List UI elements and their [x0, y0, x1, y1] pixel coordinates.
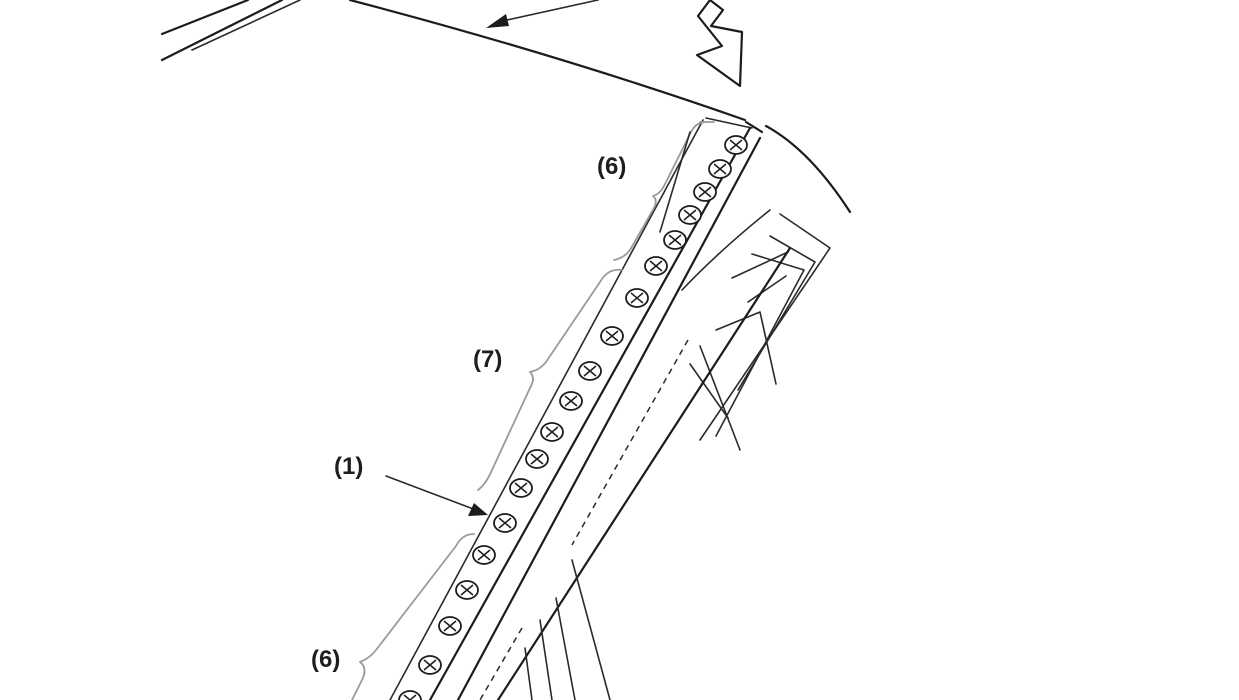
pillar-molding	[389, 119, 771, 700]
clip-marker-icon	[724, 135, 748, 155]
clip-marker-icon	[693, 182, 717, 202]
clip-marker-icon	[398, 690, 422, 700]
clip-marker-icon	[678, 205, 702, 225]
clip-marker-icon	[663, 230, 687, 250]
callout-one: (1)	[334, 453, 364, 480]
clip-marker-icon	[493, 513, 517, 533]
brace-seven	[477, 268, 623, 491]
clip-marker-icon	[438, 616, 462, 636]
clip-marker-icon	[472, 545, 496, 565]
clip-marker-icon	[418, 655, 442, 675]
clip-marker-icon	[525, 449, 549, 469]
roof-edge	[160, 0, 747, 122]
clip-marker-icon	[455, 580, 479, 600]
clip-marker-icon	[509, 478, 533, 498]
clip-marker-icon	[708, 159, 732, 179]
callout-six-bottom: (6)	[311, 646, 341, 673]
callout-seven: (7)	[473, 346, 503, 373]
callout-one-leader	[385, 475, 488, 516]
clip-marker-icon	[600, 326, 624, 346]
brace-six-top	[613, 121, 715, 261]
pillar-body	[479, 213, 831, 700]
clip-marker-icon	[625, 288, 649, 308]
clip-marker-icon	[540, 422, 564, 442]
clip-marker-icon	[644, 256, 668, 276]
clip-marker-icon	[578, 361, 602, 381]
down-arrow-icon	[695, 0, 744, 88]
brace-six-bottom	[351, 533, 475, 700]
pillar-top-corner	[705, 117, 852, 214]
callout-six-top: (6)	[597, 153, 627, 180]
clip-marker-icon	[559, 391, 583, 411]
roof-leader-arrow	[486, 0, 599, 28]
fastener-markers	[398, 135, 748, 700]
